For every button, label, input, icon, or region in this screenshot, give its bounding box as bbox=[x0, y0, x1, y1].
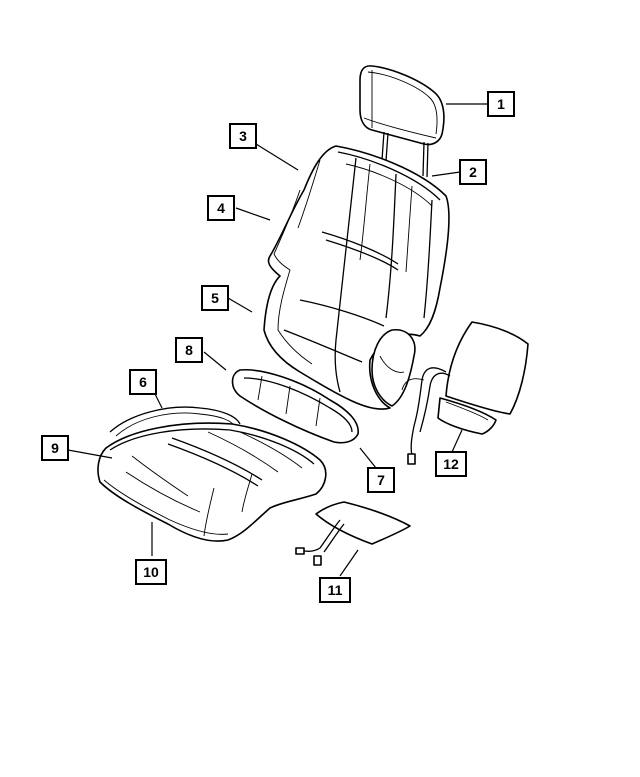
heater-pad-cushion bbox=[295, 501, 411, 566]
leader-11 bbox=[339, 549, 359, 577]
callout-3: 3 bbox=[229, 123, 257, 149]
callout-6: 6 bbox=[129, 369, 157, 395]
callout-12-label: 12 bbox=[443, 456, 459, 472]
heater-pad-back bbox=[401, 321, 529, 465]
callout-7: 7 bbox=[367, 467, 395, 493]
callout-6-label: 6 bbox=[139, 374, 147, 390]
callout-10-label: 10 bbox=[143, 564, 159, 580]
callout-4-label: 4 bbox=[217, 200, 225, 216]
callout-9: 9 bbox=[41, 435, 69, 461]
callout-2-label: 2 bbox=[469, 164, 477, 180]
callout-12: 12 bbox=[435, 451, 467, 477]
leader-3 bbox=[255, 143, 299, 171]
callout-11-label: 11 bbox=[328, 582, 343, 598]
callout-3-label: 3 bbox=[239, 128, 247, 144]
leader-4 bbox=[235, 207, 271, 221]
seat-back bbox=[263, 145, 450, 410]
leader-12 bbox=[451, 429, 463, 453]
callout-1: 1 bbox=[487, 91, 515, 117]
callout-11: 11 bbox=[319, 577, 351, 603]
leader-9 bbox=[67, 449, 113, 459]
callout-8: 8 bbox=[175, 337, 203, 363]
leader-7 bbox=[359, 447, 377, 469]
callout-4: 4 bbox=[207, 195, 235, 221]
bolster bbox=[231, 369, 359, 444]
cushion-frame-wire bbox=[109, 406, 241, 437]
leader-2 bbox=[431, 171, 461, 177]
callout-8-label: 8 bbox=[185, 342, 193, 358]
callout-7-label: 7 bbox=[377, 472, 385, 488]
callout-1-label: 1 bbox=[497, 96, 505, 112]
callout-9-label: 9 bbox=[51, 440, 59, 456]
seat-cushion bbox=[97, 422, 327, 542]
callout-10: 10 bbox=[135, 559, 167, 585]
headrest bbox=[359, 65, 445, 178]
leader-8 bbox=[203, 351, 227, 371]
callout-2: 2 bbox=[459, 159, 487, 185]
callout-5: 5 bbox=[201, 285, 229, 311]
callout-5-label: 5 bbox=[211, 290, 219, 306]
leader-5 bbox=[227, 297, 253, 313]
